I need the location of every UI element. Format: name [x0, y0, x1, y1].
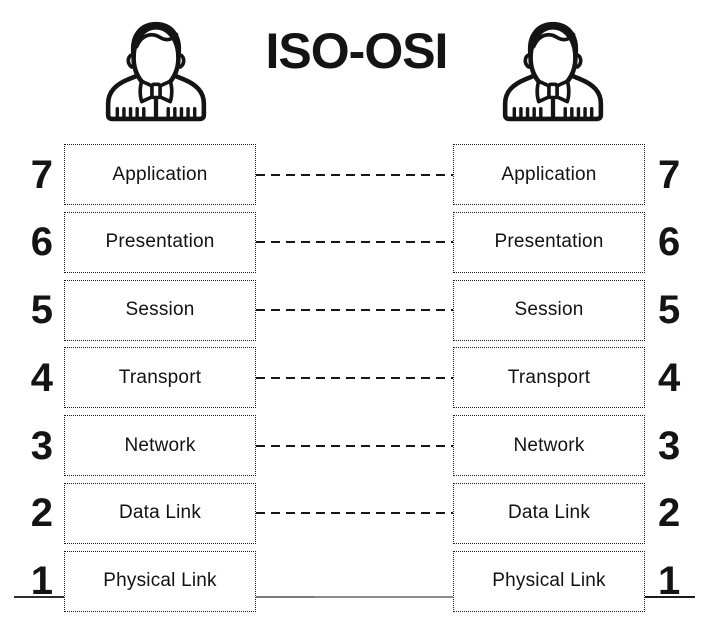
layer-label-right: Application: [501, 163, 597, 185]
layer-number-left: 6: [30, 220, 53, 265]
layer-label-left: Application: [112, 163, 208, 185]
dashed-connector-line: [256, 173, 453, 176]
layer-number-left: 7: [30, 152, 53, 197]
layer-box-right: Presentation: [453, 211, 645, 273]
layer-label-right: Session: [514, 299, 584, 321]
layer-number-right: 2: [658, 491, 681, 536]
layer-connector: [256, 483, 453, 544]
layer-label-right: Data Link: [507, 502, 591, 524]
diagram-title: ISO-OSI: [265, 23, 449, 79]
layer-connector: [256, 551, 453, 612]
dashed-connector-line: [256, 309, 453, 312]
layer-box-left: Physical Link: [64, 550, 256, 612]
osi-layer-row: 2 Data Link Data Link 2: [0, 482, 713, 544]
layer-number-left: 4: [30, 355, 53, 400]
layer-box-right: Physical Link: [453, 550, 645, 612]
layer-label-right: Network: [513, 434, 585, 456]
layer-label-right: Physical Link: [492, 570, 606, 592]
layer-box-left: Data Link: [64, 482, 256, 544]
layer-label-left: Network: [124, 434, 196, 456]
osi-layer-row: 6 Presentation Presentation 6: [0, 211, 713, 273]
osi-layer-row: 1 Physical Link Physical Link 1: [0, 550, 713, 612]
layer-number-right: 7: [658, 152, 681, 197]
osi-layer-row: 5 Session Session 5: [0, 279, 713, 341]
layer-label-left: Data Link: [118, 502, 202, 524]
osi-layer-row: 4 Transport Transport 4: [0, 347, 713, 409]
dashed-connector-line: [256, 241, 453, 244]
businessman-icon: [105, 21, 207, 122]
layer-number-left: 2: [30, 491, 53, 536]
layer-box-left: Transport: [64, 347, 256, 409]
layer-label-left: Physical Link: [103, 570, 217, 592]
layer-box-right: Transport: [453, 347, 645, 409]
physical-medium-line: [14, 596, 695, 598]
layer-label-right: Transport: [507, 366, 591, 388]
layer-box-left: Application: [64, 144, 256, 205]
layer-box-right: Session: [453, 279, 645, 341]
layer-label-right: Presentation: [494, 231, 604, 253]
layer-box-right: Application: [453, 144, 645, 205]
layer-number-right: 3: [658, 423, 681, 468]
dashed-connector-line: [256, 512, 453, 515]
layer-connector: [256, 415, 453, 476]
layer-connector: [256, 212, 453, 273]
layer-label-left: Transport: [118, 366, 202, 388]
layer-connector: [256, 144, 453, 205]
layer-number-right: 1: [658, 559, 681, 604]
layer-connector: [256, 280, 453, 341]
layer-label-left: Session: [125, 299, 195, 321]
dashed-connector-line: [256, 376, 453, 379]
layer-number-left: 5: [30, 288, 53, 333]
businessman-icon: [502, 21, 604, 122]
layer-number-right: 5: [658, 288, 681, 333]
dashed-connector-line: [256, 444, 453, 447]
layer-box-left: Presentation: [64, 211, 256, 273]
layer-rows: 7 Application Application 7 6 Presentati…: [0, 144, 713, 612]
layer-box-left: Network: [64, 415, 256, 477]
osi-layer-row: 3 Network Network 3: [0, 415, 713, 477]
layer-box-right: Data Link: [453, 482, 645, 544]
osi-layer-row: 7 Application Application 7: [0, 144, 713, 205]
layer-box-left: Session: [64, 279, 256, 341]
layer-number-right: 6: [658, 220, 681, 265]
layer-number-left: 1: [30, 559, 53, 604]
layer-box-right: Network: [453, 415, 645, 477]
layer-connector: [256, 347, 453, 408]
layer-number-right: 4: [658, 355, 681, 400]
layer-label-left: Presentation: [105, 231, 215, 253]
layer-number-left: 3: [30, 423, 53, 468]
